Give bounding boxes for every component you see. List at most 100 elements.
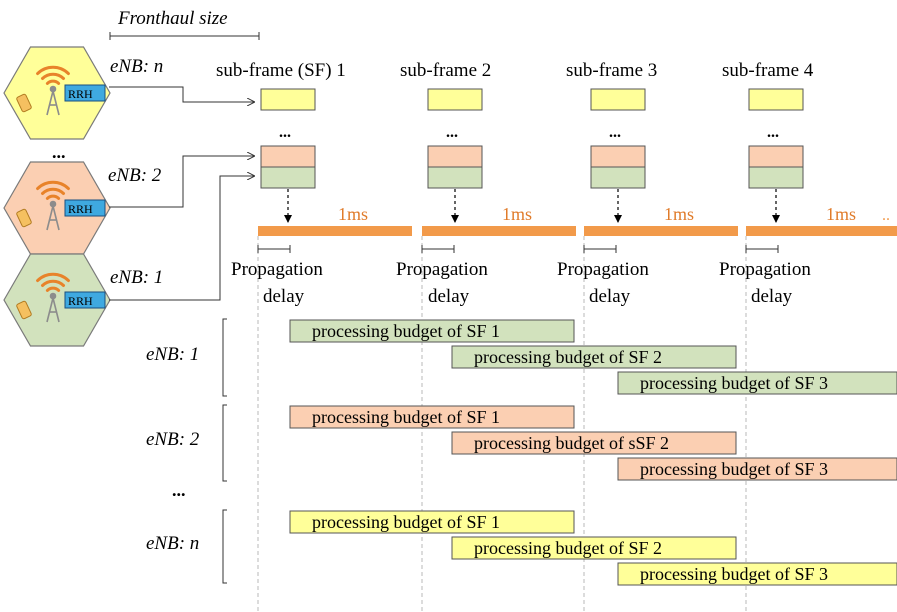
rrh-background (64, 291, 106, 309)
processing-budget-label: processing budget of SF 1 (312, 512, 500, 532)
subframe-ellipsis: ... (446, 124, 458, 141)
rrh-box: RRH (64, 291, 106, 309)
tti-bar (584, 226, 738, 236)
propagation-label: Propagation (396, 259, 488, 280)
subframe-box-enb-n (590, 88, 646, 111)
rrh-label: RRH (68, 294, 93, 308)
rrh-box: RRH (64, 84, 106, 102)
enb-label: eNB: 2 (108, 165, 162, 186)
delay-label: delay (428, 286, 470, 307)
subframe-columns: sub-frame (SF) 1...1msPropagationdelaysu… (216, 60, 897, 307)
enb-hexagon (3, 46, 111, 140)
budget-group: eNB: n processing budget of SF 1 processin… (146, 509, 897, 586)
propagation-label: Propagation (719, 259, 811, 280)
processing-budget-rect (617, 562, 897, 586)
subframe-box-enb-1 (748, 166, 804, 189)
processing-budget-rect (289, 319, 575, 343)
propagation-label: Propagation (557, 259, 649, 280)
subframe-box-enb-n (427, 88, 483, 111)
subframe-ellipsis: ... (609, 124, 621, 141)
rrh-background (64, 84, 106, 102)
budget-group-bracket (222, 404, 227, 482)
subframe-box-enb-1 (427, 166, 483, 189)
tti-bar (422, 226, 576, 236)
tti-label: 1ms (664, 204, 694, 224)
processing-budget-rect (617, 371, 897, 395)
delay-label: delay (263, 286, 305, 307)
rrh-box: RRH (64, 199, 106, 217)
processing-budget-label: processing budget of SF 1 (312, 407, 500, 427)
processing-budget-bar: processing budget of SF 3 (617, 457, 897, 481)
rrh-label: RRH (68, 87, 93, 101)
subframe-box-enb-2 (427, 145, 483, 168)
budget-group-ellipsis: ... (172, 480, 186, 500)
radio-waves-icon (36, 65, 70, 85)
processing-budget-label: processing budget of SF 3 (640, 373, 828, 393)
subframe-ellipsis: ... (279, 124, 291, 141)
tti-bar (258, 226, 412, 236)
subframe-title: sub-frame 4 (722, 60, 814, 81)
propagation-label: Propagation (231, 259, 323, 280)
subframe-box-enb-2 (590, 145, 646, 168)
budget-group-label: eNB: 1 (146, 344, 199, 365)
subframe-title: sub-frame 3 (566, 60, 657, 81)
budget-group-label: eNB: 2 (146, 429, 200, 450)
budget-group: eNB: 2 processing budget of SF 1 processin… (146, 404, 897, 482)
subframe-box-enb-1 (590, 166, 646, 189)
budget-group-label: eNB: n (146, 533, 199, 554)
subframe-box-enb-1 (260, 166, 316, 189)
tti-label: 1ms (338, 204, 368, 224)
tti-label: 1ms (826, 204, 856, 224)
phone-icon (16, 93, 32, 113)
processing-budget-bar: processing budget of SF 1 (289, 510, 575, 534)
processing-budget-rect (289, 405, 575, 429)
processing-budget-rect (451, 536, 737, 560)
subframe-box-enb-n (748, 88, 804, 111)
processing-budget-rect (289, 510, 575, 534)
delay-label: delay (751, 286, 793, 307)
enb-station: RRH eNB: n (3, 46, 163, 140)
fronthaul-size: Fronthaul size (109, 8, 260, 40)
processing-budget-label: processing budget of SF 3 (640, 564, 828, 584)
processing-budget-rect (617, 457, 897, 481)
subframe-title: sub-frame 2 (400, 60, 491, 81)
subframe-box-enb-2 (260, 145, 316, 168)
processing-budget-bar: processing budget of sSF 2 (451, 431, 737, 455)
processing-budget-bar: processing budget of SF 2 (451, 536, 737, 560)
processing-budget-bar: processing budget of SF 3 (617, 371, 897, 395)
tti-bar (746, 226, 897, 236)
antenna-tower-icon (46, 85, 60, 116)
rrh-background (64, 199, 106, 217)
enb-station: RRH eNB: 1 (3, 253, 163, 347)
radio-waves-icon (36, 180, 70, 200)
enb-label: eNB: 1 (110, 267, 163, 288)
processing-budget-bar: processing budget of SF 2 (451, 345, 737, 369)
timeline-continuation: .. (882, 207, 890, 224)
processing-budget-label: processing budget of sSF 2 (474, 433, 669, 453)
subframe-box-enb-2 (748, 145, 804, 168)
subframe-title: sub-frame (SF) 1 (216, 60, 346, 81)
processing-budget-bar: processing budget of SF 3 (617, 562, 897, 586)
subframe-box-enb-n (260, 88, 316, 111)
connection-arrow-enb-2 (109, 156, 254, 208)
enb-ellipsis: ... (52, 142, 66, 162)
processing-budget-bar: processing budget of SF 1 (289, 405, 575, 429)
processing-budget-label: processing budget of SF 3 (640, 459, 828, 479)
processing-budget-bar: processing budget of SF 1 (289, 319, 575, 343)
processing-budget-rect (451, 345, 737, 369)
processing-budgets: eNB: 1 processing budget of SF 1 processin… (146, 318, 897, 586)
subframe-ellipsis: ... (767, 124, 779, 141)
tti-label: 1ms (502, 204, 532, 224)
processing-budget-label: processing budget of SF 1 (312, 321, 500, 341)
enb-label: eNB: n (110, 56, 163, 77)
antenna-tower-icon (46, 292, 60, 323)
processing-budget-label: processing budget of SF 2 (474, 347, 662, 367)
budget-group-bracket (222, 318, 227, 397)
connection-arrow-enb-n (109, 86, 254, 102)
